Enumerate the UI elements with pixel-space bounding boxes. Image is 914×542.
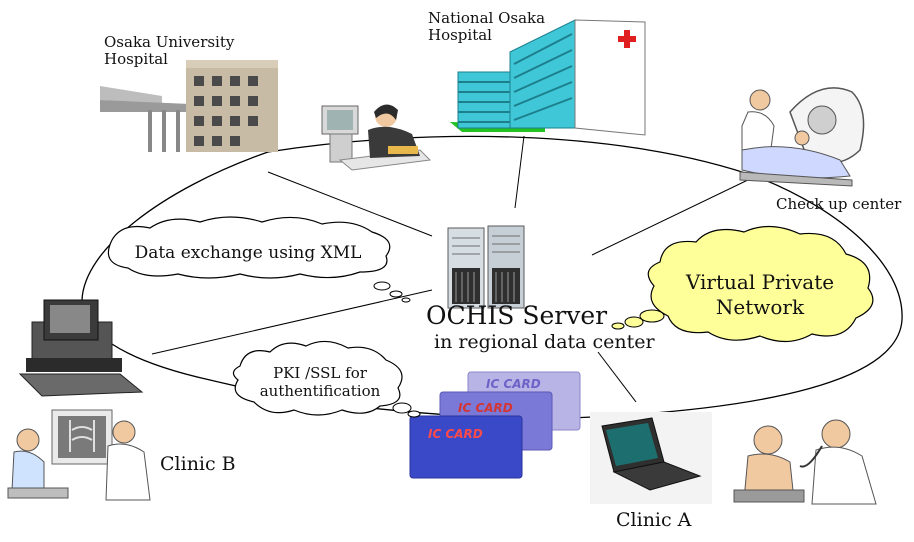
server-subtitle: in regional data center (434, 331, 655, 353)
check-up-center-icon (739, 87, 865, 187)
national-osaka-hospital-icon (450, 19, 646, 136)
laptop-icon (590, 412, 712, 504)
spoke-univ (267, 171, 433, 237)
vpn-cloud (611, 225, 874, 343)
national-osaka-hospital-text: National Osaka Hospital (428, 9, 546, 45)
spoke-national (514, 135, 525, 209)
data-exchange-cloud-text: Data exchange using XML (134, 243, 362, 263)
ic-card-stack-icon (409, 371, 581, 479)
clinic-a-label: Clinic A (616, 509, 692, 531)
spoke-clinic-b (151, 289, 433, 355)
ic-card-label-middle: IC CARD (458, 401, 513, 415)
check-up-center-label: Check up center (776, 195, 902, 213)
server-icon (447, 225, 525, 309)
server-title: OCHIS Server (426, 301, 608, 330)
spoke-clinic-a (597, 351, 637, 403)
osaka-university-hospital-text: Osaka University Hospital (104, 33, 235, 69)
spoke-checkup (591, 177, 753, 256)
vpn-cloud-text: Virtual Private Network (685, 270, 835, 319)
office-worker-icon (321, 104, 432, 171)
osaka-university-hospital-icon (100, 60, 278, 152)
clinic-b-label: Clinic B (160, 453, 236, 475)
doctor-xray-icon (7, 409, 151, 501)
doctor-patient-icon (733, 419, 877, 505)
data-exchange-cloud (107, 216, 411, 303)
ic-card-label-back: IC CARD (486, 377, 541, 391)
pki-cloud (232, 340, 421, 418)
national-osaka-hospital-label: National Osaka Hospital (428, 9, 546, 45)
pki-cloud-text: PKI /SSL for authentification (259, 364, 381, 400)
desktop-computer-icon (18, 299, 144, 397)
ic-card-label-front: IC CARD (428, 427, 483, 441)
osaka-university-hospital-label: Osaka University Hospital (104, 33, 235, 69)
